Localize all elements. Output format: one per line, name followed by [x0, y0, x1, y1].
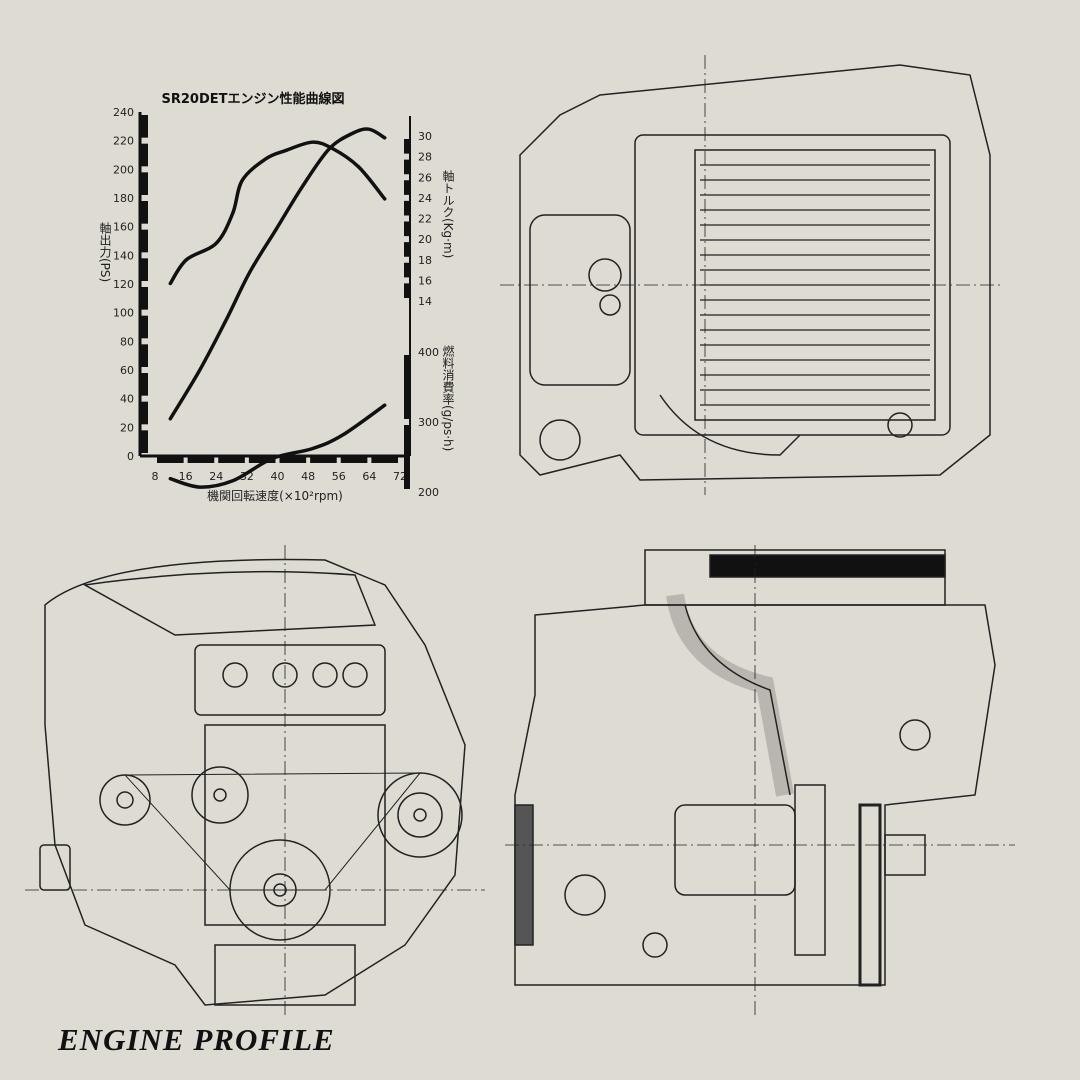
y-tick-bar-left	[140, 172, 148, 195]
y-tick-bar-torque	[404, 180, 410, 195]
y-tick-label-torque: 26	[418, 171, 432, 184]
y-tick-label-torque: 28	[418, 151, 432, 164]
x-tick-bar	[371, 456, 398, 463]
y-tick-bar-left	[140, 201, 148, 224]
y-tick-label-left: 240	[113, 106, 134, 119]
y-tick-label-left: 220	[113, 135, 134, 148]
x-tick-label: 64	[362, 470, 376, 483]
x-tick-bar	[279, 456, 307, 463]
y-tick-bar-fuel	[404, 355, 410, 419]
x-tick-label: 48	[301, 470, 315, 483]
y-tick-label-torque: 24	[418, 192, 432, 205]
y-tick-bar-torque	[404, 159, 410, 175]
y-tick-bar-torque	[404, 283, 410, 298]
y-tick-label-torque: 16	[418, 274, 432, 287]
y-tick-bar-left	[140, 344, 148, 367]
x-tick-label: 8	[152, 470, 159, 483]
y-tick-label-fuel: 400	[418, 346, 439, 359]
x-tick-bar	[157, 456, 184, 463]
engine-side-view-turbo-drawing	[505, 545, 1015, 1015]
y-tick-bar-torque	[404, 242, 410, 257]
y-tick-label-torque: 22	[418, 213, 432, 226]
fuel-consumption-curve	[168, 403, 387, 489]
x-tick-bar	[340, 456, 368, 463]
x-tick-label: 56	[332, 470, 346, 483]
y-tick-bar-torque	[404, 221, 410, 237]
engine-profile-heading: ENGINE PROFILE	[58, 1022, 335, 1057]
y-tick-bar-left	[140, 430, 148, 453]
y-tick-label-left: 100	[113, 307, 134, 320]
y-tick-bar-left	[140, 229, 148, 253]
y-tick-bar-left	[140, 315, 148, 339]
y-tick-label-fuel: 200	[418, 486, 439, 499]
chart-series	[168, 127, 387, 489]
x-tick-bar	[187, 456, 215, 463]
y-tick-bar-left	[140, 401, 148, 425]
torque-curve	[168, 140, 387, 286]
y-tick-label-left: 40	[120, 393, 134, 406]
y-tick-label-left: 140	[113, 249, 134, 262]
y-axis-label-left: 軸出力(PS)	[98, 222, 112, 283]
y-axis-label-torque: 軸トルク(Kg·m)	[441, 170, 455, 259]
y-tick-bar-torque	[404, 139, 410, 154]
x-tick-bar	[248, 456, 276, 463]
y-tick-label-torque: 18	[418, 254, 432, 267]
y-tick-label-left: 20	[120, 421, 134, 434]
y-tick-label-left: 80	[120, 335, 134, 348]
y-tick-label-left: 60	[120, 364, 134, 377]
y-tick-label-left: 200	[113, 163, 134, 176]
x-tick-bar	[218, 456, 245, 463]
power-curve	[168, 127, 387, 421]
y-tick-bar-fuel	[404, 425, 410, 489]
y-tick-label-fuel: 300	[418, 416, 439, 429]
y-tick-label-left: 0	[127, 450, 134, 463]
y-tick-bar-torque	[404, 200, 410, 216]
engine-side-view-intercooler-drawing	[500, 55, 1000, 495]
y-tick-bar-left	[140, 115, 148, 138]
chart-title: SR20DETエンジン性能曲線図	[161, 91, 344, 107]
y-tick-bar-torque	[404, 262, 410, 278]
y-tick-bar-left	[140, 143, 148, 167]
y-tick-bar-left	[140, 373, 148, 396]
y-tick-bar-left	[140, 287, 148, 310]
y-axis-label-fuel: 燃料消費率(g/ps·h)	[441, 345, 455, 452]
x-tick-label: 16	[179, 470, 193, 483]
x-axis-label: 機関回転速度(×10²rpm)	[207, 488, 343, 503]
engine-front-view-drawing	[25, 545, 485, 1015]
y-tick-label-left: 180	[113, 192, 134, 205]
x-tick-label: 24	[209, 470, 223, 483]
y-tick-label-left: 160	[113, 221, 134, 234]
x-tick-bar	[310, 456, 337, 463]
x-tick-label: 40	[271, 470, 285, 483]
x-tick-label: 72	[393, 470, 407, 483]
y-tick-label-torque: 20	[418, 233, 432, 246]
y-tick-label-left: 120	[113, 278, 134, 291]
y-tick-label-torque: 14	[418, 295, 432, 308]
performance-chart: SR20DETエンジン性能曲線図 0 20 40 60 80 100 120 140 160 18…	[113, 91, 439, 503]
y-tick-label-torque: 30	[418, 130, 432, 143]
y-tick-bar-left	[140, 258, 148, 281]
